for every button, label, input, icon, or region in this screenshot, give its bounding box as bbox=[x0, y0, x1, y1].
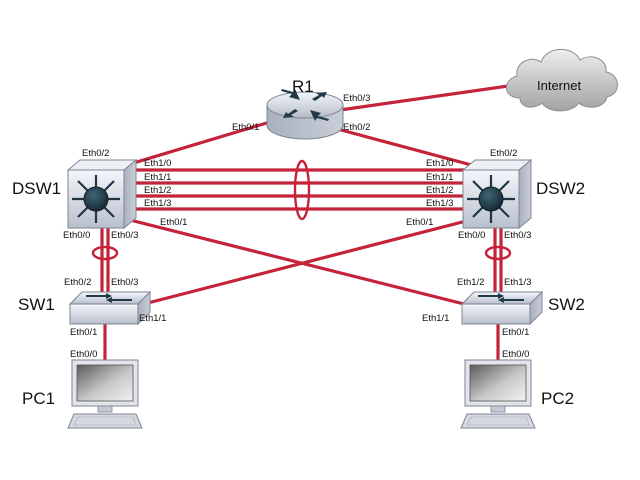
port-labels: Eth0/1 Eth0/2 Eth0/3 Eth0/2 Eth1/0 Eth1/… bbox=[63, 93, 531, 360]
etherchannel-oval-dsw2-sw2 bbox=[484, 245, 512, 261]
link-dsw1-sw2 bbox=[121, 216, 469, 307]
pc1-computer-icon[interactable] bbox=[67, 359, 143, 429]
port-label-pc1-eth0-0: Eth0/0 bbox=[70, 349, 97, 360]
port-label-dsw1-eth1-1: Eth1/1 bbox=[144, 172, 171, 183]
port-label-sw2-eth0-1: Eth0/1 bbox=[502, 327, 529, 338]
port-label-sw2-eth1-2: Eth1/2 bbox=[457, 277, 484, 288]
sw2-label: SW2 bbox=[548, 295, 585, 314]
port-label-sw2-eth1-1: Eth1/1 bbox=[422, 313, 449, 324]
r1-label: R1 bbox=[292, 77, 314, 96]
router-r1[interactable] bbox=[266, 89, 344, 140]
pc1-label: PC1 bbox=[22, 389, 55, 408]
switch-hub-icon bbox=[72, 175, 120, 223]
port-label-dsw2-eth1-0: Eth1/0 bbox=[426, 158, 453, 169]
port-label-dsw1-eth1-0: Eth1/0 bbox=[144, 158, 171, 169]
port-label-sw1-eth0-1: Eth0/1 bbox=[70, 327, 97, 338]
dsw2-label: DSW2 bbox=[536, 179, 585, 198]
port-label-dsw1-eth0-1: Eth0/1 bbox=[160, 217, 187, 228]
multilayer-switch-dsw2[interactable] bbox=[461, 158, 533, 230]
router-arrows-icon bbox=[281, 89, 329, 121]
etherchannel-oval-dsw1-sw1 bbox=[91, 245, 119, 261]
port-label-dsw1-eth0-0: Eth0/0 bbox=[63, 230, 90, 241]
switch-hub-icon bbox=[467, 175, 515, 223]
links bbox=[100, 82, 523, 362]
multilayer-switch-dsw1[interactable] bbox=[66, 158, 138, 230]
port-label-dsw2-eth0-2: Eth0/2 bbox=[490, 148, 517, 159]
link-dsw2-sw1 bbox=[139, 218, 471, 307]
port-label-dsw1-eth1-3: Eth1/3 bbox=[144, 198, 171, 209]
port-label-r1-eth0-1: Eth0/1 bbox=[232, 122, 259, 133]
port-label-dsw2-eth1-3: Eth1/3 bbox=[426, 198, 453, 209]
access-switch-sw1[interactable] bbox=[68, 290, 152, 326]
port-label-sw1-eth1-1: Eth1/1 bbox=[139, 313, 166, 324]
internet-cloud-icon[interactable]: Internet bbox=[506, 48, 618, 112]
port-label-dsw2-eth1-2: Eth1/2 bbox=[426, 185, 453, 196]
link-r1-internet bbox=[325, 82, 523, 114]
access-switch-sw2[interactable] bbox=[460, 290, 544, 326]
sw1-label: SW1 bbox=[18, 295, 55, 314]
port-label-sw2-eth1-3: Eth1/3 bbox=[504, 277, 531, 288]
port-label-dsw1-eth0-2: Eth0/2 bbox=[82, 148, 109, 159]
port-label-r1-eth0-2: Eth0/2 bbox=[343, 122, 370, 133]
port-label-sw1-eth0-2: Eth0/2 bbox=[64, 277, 91, 288]
pc2-computer-icon[interactable] bbox=[460, 359, 536, 429]
port-label-sw1-eth0-3: Eth0/3 bbox=[111, 277, 138, 288]
port-label-dsw1-eth0-3: Eth0/3 bbox=[111, 230, 138, 241]
etherchannel-oval-core bbox=[293, 159, 311, 221]
internet-label: Internet bbox=[537, 78, 581, 93]
port-label-dsw2-eth0-1: Eth0/1 bbox=[406, 217, 433, 228]
switch-arrows-icon bbox=[478, 293, 524, 303]
link-r1-dsw1 bbox=[109, 120, 271, 172]
port-label-r1-eth0-3: Eth0/3 bbox=[343, 93, 370, 104]
link-r1-dsw2 bbox=[329, 125, 491, 172]
port-label-dsw2-eth0-3: Eth0/3 bbox=[504, 230, 531, 241]
port-label-dsw1-eth1-2: Eth1/2 bbox=[144, 185, 171, 196]
dsw1-label: DSW1 bbox=[12, 179, 61, 198]
port-label-dsw2-eth1-1: Eth1/1 bbox=[426, 172, 453, 183]
switch-arrows-icon bbox=[86, 293, 132, 303]
pc2-label: PC2 bbox=[541, 389, 574, 408]
port-label-pc2-eth0-0: Eth0/0 bbox=[502, 349, 529, 360]
port-label-dsw2-eth0-0: Eth0/0 bbox=[458, 230, 485, 241]
